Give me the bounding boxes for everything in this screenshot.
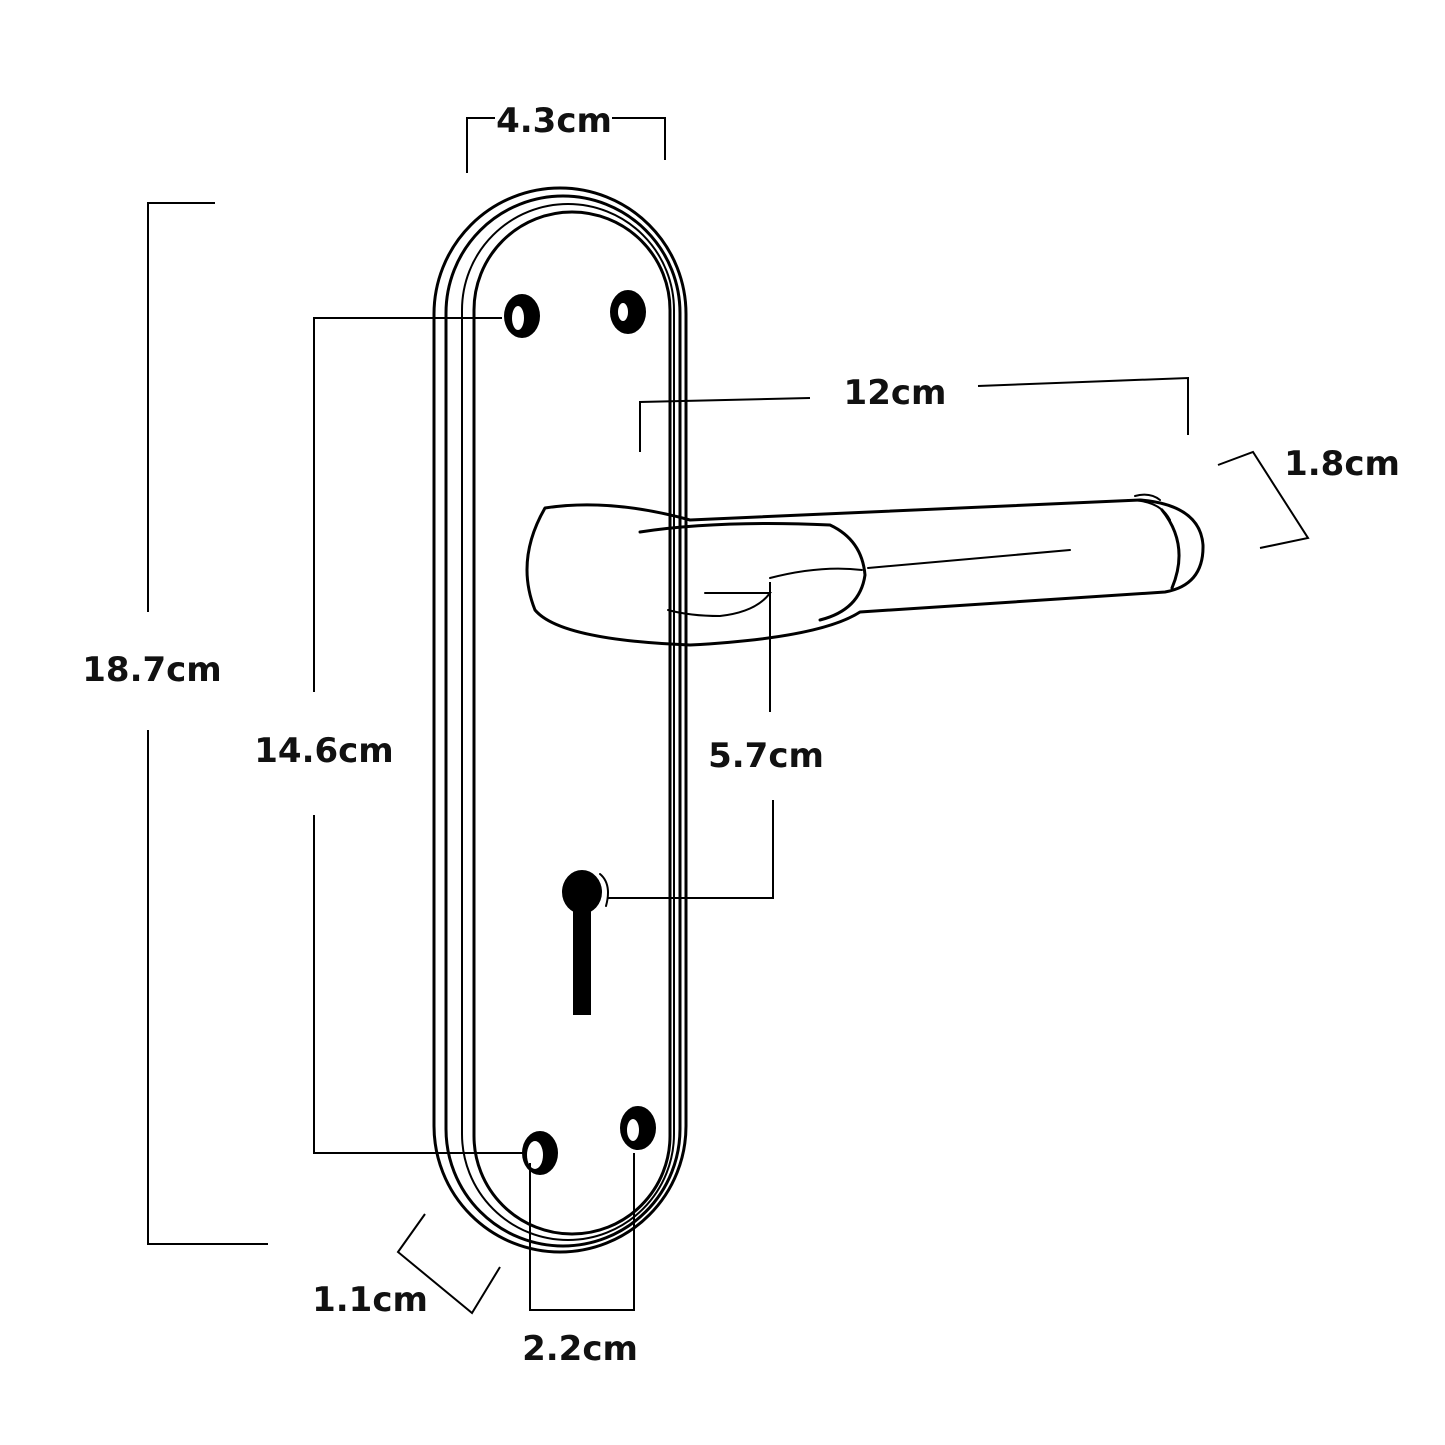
screw-hole-bottom-right [620, 1106, 656, 1150]
screw-hole-bottom-left [522, 1131, 558, 1175]
label-lever-thickness: 1.8cm [1284, 444, 1400, 484]
label-screw-spacing-horizontal: 2.2cm [522, 1329, 638, 1369]
lever-handle [525, 493, 1205, 647]
label-plate-height: 18.7cm [82, 650, 221, 690]
screw-hole-top-left [504, 294, 540, 338]
label-lever-length: 12cm [844, 373, 947, 413]
keyhole [562, 870, 609, 1015]
label-plate-width: 4.3cm [496, 101, 612, 141]
back-plate [432, 186, 688, 1254]
label-lever-to-keyhole: 5.7cm [708, 736, 824, 776]
dim-lines [147, 117, 1310, 1315]
label-edge-offset: 1.1cm [312, 1280, 428, 1320]
label-screw-spacing-vertical: 14.6cm [254, 731, 393, 771]
screw-hole-top-right [610, 290, 646, 334]
